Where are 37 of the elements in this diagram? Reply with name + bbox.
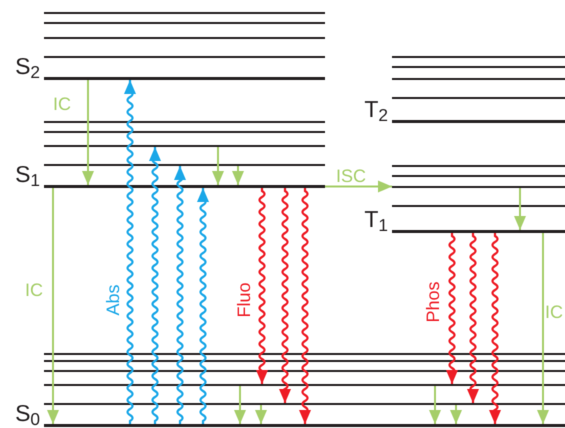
edge-label: IC	[25, 281, 43, 299]
edge-label: IC	[53, 95, 71, 113]
arrow	[47, 188, 59, 424]
energy-level	[392, 120, 565, 123]
wavy-arrow	[299, 188, 311, 424]
arrow	[450, 405, 462, 424]
energy-level	[392, 230, 565, 233]
arrow	[232, 166, 244, 185]
level-label: S$_{0}$	[15, 402, 40, 425]
edge-label: Phos	[424, 281, 442, 323]
arrow	[429, 386, 441, 424]
edge-label: IC	[545, 303, 563, 321]
level-label: T$_{1}$	[364, 208, 388, 231]
edge-label: Abs	[104, 284, 122, 316]
energy-level	[44, 424, 565, 427]
wavy-arrow	[256, 188, 268, 384]
edge-label: Fluo	[235, 282, 253, 318]
wavy-arrow	[489, 233, 501, 424]
arrow	[514, 188, 526, 230]
level-label: T$_{2}$	[364, 98, 388, 121]
energy-level	[44, 185, 325, 188]
level-label: S$_{2}$	[15, 55, 40, 78]
wavy-arrow	[467, 233, 479, 403]
edge-label: ISC	[336, 167, 366, 185]
wavy-arrow	[279, 188, 291, 403]
wavy-arrow	[149, 147, 161, 424]
arrow	[255, 405, 267, 424]
wavy-arrow	[446, 233, 458, 384]
wavy-arrow	[174, 166, 186, 424]
arrow	[325, 180, 392, 192]
level-label: S$_{1}$	[15, 163, 40, 186]
arrow	[82, 80, 94, 185]
arrow	[537, 233, 549, 424]
arrow	[212, 147, 224, 185]
arrow	[234, 386, 246, 424]
wavy-arrow	[197, 188, 209, 424]
energy-level	[44, 77, 325, 80]
